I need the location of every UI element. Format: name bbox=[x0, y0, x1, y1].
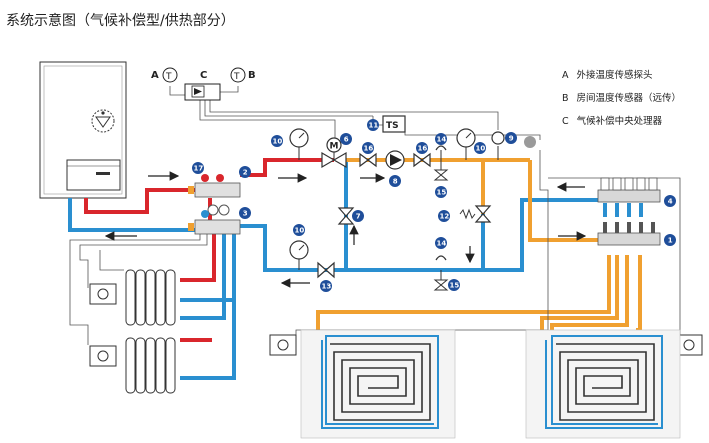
label-a: A bbox=[151, 70, 159, 81]
svg-text:12: 12 bbox=[440, 213, 450, 221]
climate-controller-icon bbox=[184, 83, 221, 101]
svg-text:1: 1 bbox=[668, 237, 673, 245]
boiler bbox=[39, 61, 127, 199]
pressure-relief-valve-icon bbox=[459, 205, 492, 223]
room-thermostat-icon bbox=[269, 334, 297, 356]
svg-text:4: 4 bbox=[668, 198, 673, 206]
svg-text:2: 2 bbox=[243, 169, 248, 177]
badge-8: 8 bbox=[389, 175, 401, 187]
drain-valve-icon bbox=[433, 270, 449, 291]
svg-text:3: 3 bbox=[243, 210, 248, 218]
pressure-gauge-icon bbox=[289, 240, 309, 270]
svg-text:10: 10 bbox=[476, 145, 486, 153]
svg-text:6: 6 bbox=[344, 136, 349, 144]
badge-14a: 14 bbox=[435, 133, 447, 145]
svg-text:17: 17 bbox=[194, 165, 204, 173]
air-vent-icon bbox=[435, 255, 447, 261]
svg-text:T: T bbox=[165, 72, 172, 82]
room-thermostat-icon bbox=[89, 345, 117, 367]
svg-text:15: 15 bbox=[437, 189, 447, 197]
sensor-assembly: A C B T T bbox=[151, 67, 256, 101]
svg-text:10: 10 bbox=[295, 227, 305, 235]
badge-7: 7 bbox=[352, 210, 364, 222]
grey-sensor-icon bbox=[524, 136, 536, 148]
ts-label: TS bbox=[386, 121, 399, 131]
outdoor-temperature-sensor-icon: T bbox=[162, 67, 178, 83]
air-vent-icon bbox=[435, 145, 447, 160]
badge-6: 6 bbox=[340, 133, 352, 145]
motor-label: M bbox=[330, 142, 339, 152]
svg-text:T: T bbox=[233, 72, 240, 82]
motorized-mixing-valve-icon: M bbox=[321, 137, 347, 169]
thermostat-box: TS bbox=[382, 115, 406, 133]
badge-17: 17 bbox=[192, 162, 204, 174]
boiler-manifold bbox=[188, 174, 241, 235]
badge-15b: 15 bbox=[448, 279, 460, 291]
svg-text:16: 16 bbox=[418, 145, 428, 153]
svg-text:9: 9 bbox=[509, 135, 514, 143]
badge-1: 1 bbox=[664, 234, 676, 246]
drain-valve-icon bbox=[433, 160, 449, 181]
svg-text:14: 14 bbox=[437, 240, 447, 248]
radiator bbox=[125, 337, 176, 394]
floor-heating-loop bbox=[525, 329, 681, 439]
bypass-valve-icon bbox=[337, 207, 355, 225]
badge-10b: 10 bbox=[293, 224, 305, 236]
room-thermostat-icon bbox=[89, 283, 117, 305]
ball-valve-icon bbox=[413, 152, 431, 168]
return-valve-icon bbox=[317, 261, 335, 279]
svg-text:11: 11 bbox=[369, 122, 379, 130]
badge-14b: 14 bbox=[435, 237, 447, 249]
badge-13: 13 bbox=[320, 280, 332, 292]
circulation-pump-icon bbox=[385, 150, 405, 170]
badge-3: 3 bbox=[239, 207, 251, 219]
pressure-gauge-icon bbox=[456, 128, 476, 160]
ball-valve-icon bbox=[359, 152, 377, 168]
svg-text:13: 13 bbox=[322, 283, 332, 291]
badge-10a: 10 bbox=[271, 135, 283, 147]
flow-arrows bbox=[104, 171, 587, 288]
badge-12: 12 bbox=[438, 210, 450, 222]
control-wiring bbox=[69, 86, 681, 345]
temperature-sensor-icon bbox=[491, 131, 505, 160]
label-b: B bbox=[248, 70, 256, 81]
badge-16a: 16 bbox=[362, 142, 374, 154]
badge-10c: 10 bbox=[474, 142, 486, 154]
badge-16b: 16 bbox=[416, 142, 428, 154]
room-temperature-sensor-icon: T bbox=[230, 67, 246, 83]
radiator bbox=[125, 269, 176, 326]
svg-text:7: 7 bbox=[356, 213, 361, 221]
label-c: C bbox=[200, 70, 207, 81]
floor-heating-loop bbox=[300, 329, 456, 439]
mixed-pipes bbox=[316, 158, 642, 340]
flame-icon bbox=[91, 109, 115, 133]
svg-text:14: 14 bbox=[437, 136, 447, 144]
diagram-title: 系统示意图（气候补偿型/供热部分） bbox=[6, 12, 235, 29]
floor-heating-manifold bbox=[597, 177, 661, 246]
badge-9: 9 bbox=[505, 132, 517, 144]
svg-text:15: 15 bbox=[450, 282, 460, 290]
pressure-gauge-icon bbox=[289, 128, 309, 160]
badge-2: 2 bbox=[239, 166, 251, 178]
badge-4: 4 bbox=[664, 195, 676, 207]
svg-text:16: 16 bbox=[364, 145, 374, 153]
badge-15a: 15 bbox=[435, 186, 447, 198]
svg-text:8: 8 bbox=[393, 178, 398, 186]
badge-11: 11 bbox=[367, 119, 379, 131]
svg-text:10: 10 bbox=[273, 138, 283, 146]
